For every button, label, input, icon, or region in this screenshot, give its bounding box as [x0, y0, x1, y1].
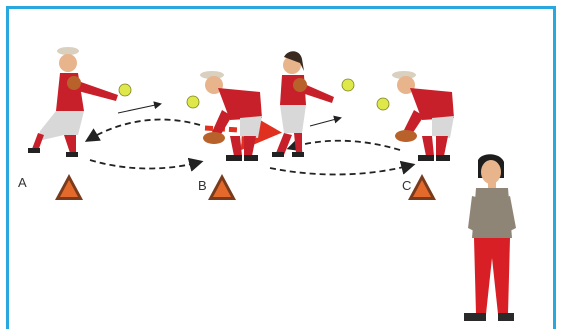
ball-c — [377, 98, 389, 110]
player-a — [28, 47, 118, 157]
ball-b — [187, 96, 199, 108]
cone-a — [55, 174, 83, 200]
station-label-c: C — [402, 178, 411, 193]
cone-c — [408, 174, 436, 200]
ball-a — [119, 84, 131, 96]
player-b-thrower — [272, 51, 334, 157]
ball-c-toss — [342, 79, 354, 91]
cone-b — [208, 174, 236, 200]
path-b-to-a-curve — [88, 120, 200, 140]
station-label-b: B — [198, 178, 207, 193]
player-c — [392, 71, 454, 161]
path-a-to-b-curve — [90, 160, 200, 169]
toss-arrow-b — [310, 118, 340, 126]
station-label-a: A — [18, 175, 27, 190]
toss-arrow-a — [118, 104, 160, 113]
coach — [464, 154, 516, 321]
path-b-to-c-curve — [270, 165, 412, 174]
player-b-receiver — [200, 71, 262, 161]
path-c-to-b-curve — [290, 141, 400, 150]
